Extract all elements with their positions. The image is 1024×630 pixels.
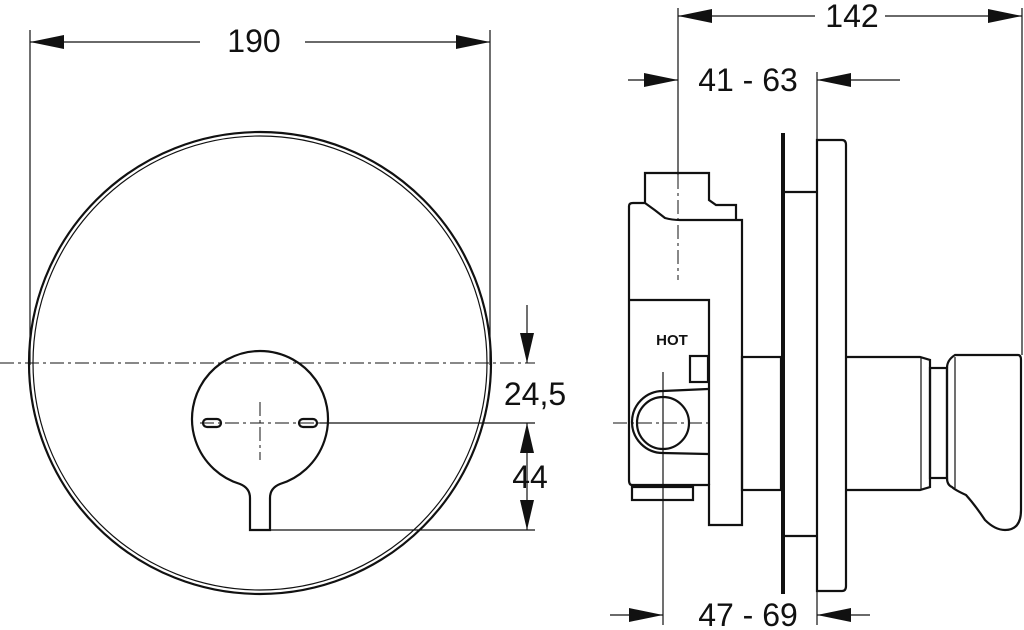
arrow-icon (988, 9, 1022, 23)
dimension-47-69: 47 - 69 (698, 597, 798, 630)
pipe-loop (630, 387, 709, 456)
arrow-icon (520, 500, 534, 530)
arrow-icon (629, 608, 663, 622)
dimension-142: 142 (825, 0, 878, 34)
dimension-24-5: 24,5 (504, 376, 566, 412)
arrow-icon (456, 35, 490, 49)
handle-stem (846, 355, 932, 492)
lever-handle (190, 349, 330, 532)
housing-notch (688, 354, 710, 384)
hot-label: HOT (656, 332, 688, 349)
dimension-190: 190 (227, 23, 280, 59)
dimension-41-63: 41 - 63 (698, 62, 798, 98)
cover-plate-side (815, 138, 848, 593)
housing-inner-block (629, 298, 711, 485)
side-view: 142 41 - 63 47 - 69 HOT (610, 0, 1023, 630)
arrow-icon (520, 333, 534, 363)
arrow-icon (520, 423, 534, 453)
arrow-icon (644, 73, 678, 87)
arrow-icon (30, 35, 64, 49)
handle-neck (928, 366, 949, 480)
dimension-44: 44 (512, 459, 548, 495)
arrow-icon (678, 9, 712, 23)
valve-housing (627, 171, 744, 527)
shaft (740, 355, 783, 492)
arrow-icon (817, 73, 851, 87)
arrow-icon (817, 608, 851, 622)
handle-knob (945, 353, 1023, 532)
slot-right (297, 417, 319, 429)
front-view: 190 24,5 44 (0, 23, 566, 596)
